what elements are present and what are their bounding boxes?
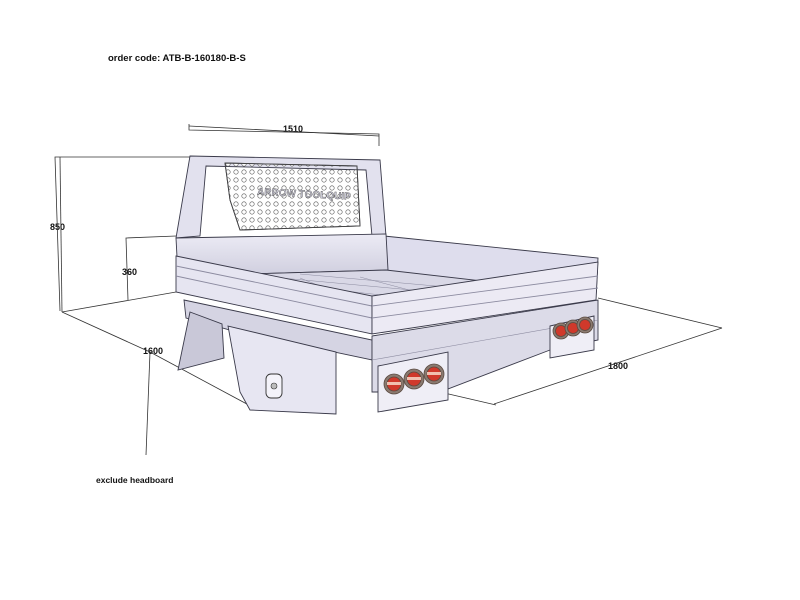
dim-line-850	[54, 156, 196, 312]
exclude-headboard-note: exclude headboard	[96, 475, 174, 485]
dimension-tray-width: 1600	[143, 346, 164, 356]
tail-light-right-3	[576, 316, 594, 334]
tail-light-left-3	[423, 363, 445, 385]
dim-line-1800	[597, 297, 723, 329]
underbody-toolbox	[227, 325, 337, 415]
headboard: ARROW TOOLQUIP	[175, 155, 387, 239]
headboard-frame	[175, 155, 387, 239]
headboard-brand-text: ARROW TOOLQUIP	[257, 187, 351, 203]
dim-line-1510	[188, 124, 380, 146]
dimension-headboard-width: 1510	[283, 124, 304, 134]
dimension-side-height: 360	[122, 267, 138, 277]
dimension-lines	[54, 124, 723, 456]
tail-lights	[383, 316, 594, 395]
order-code-text: order code: ATB-B-160180-B-S	[108, 53, 246, 64]
dim-line-360	[125, 235, 177, 301]
dimension-tray-length: 1800	[608, 361, 629, 371]
tail-light-left-2	[403, 368, 425, 390]
tail-light-left-1	[383, 373, 405, 395]
mudflap	[177, 311, 225, 371]
